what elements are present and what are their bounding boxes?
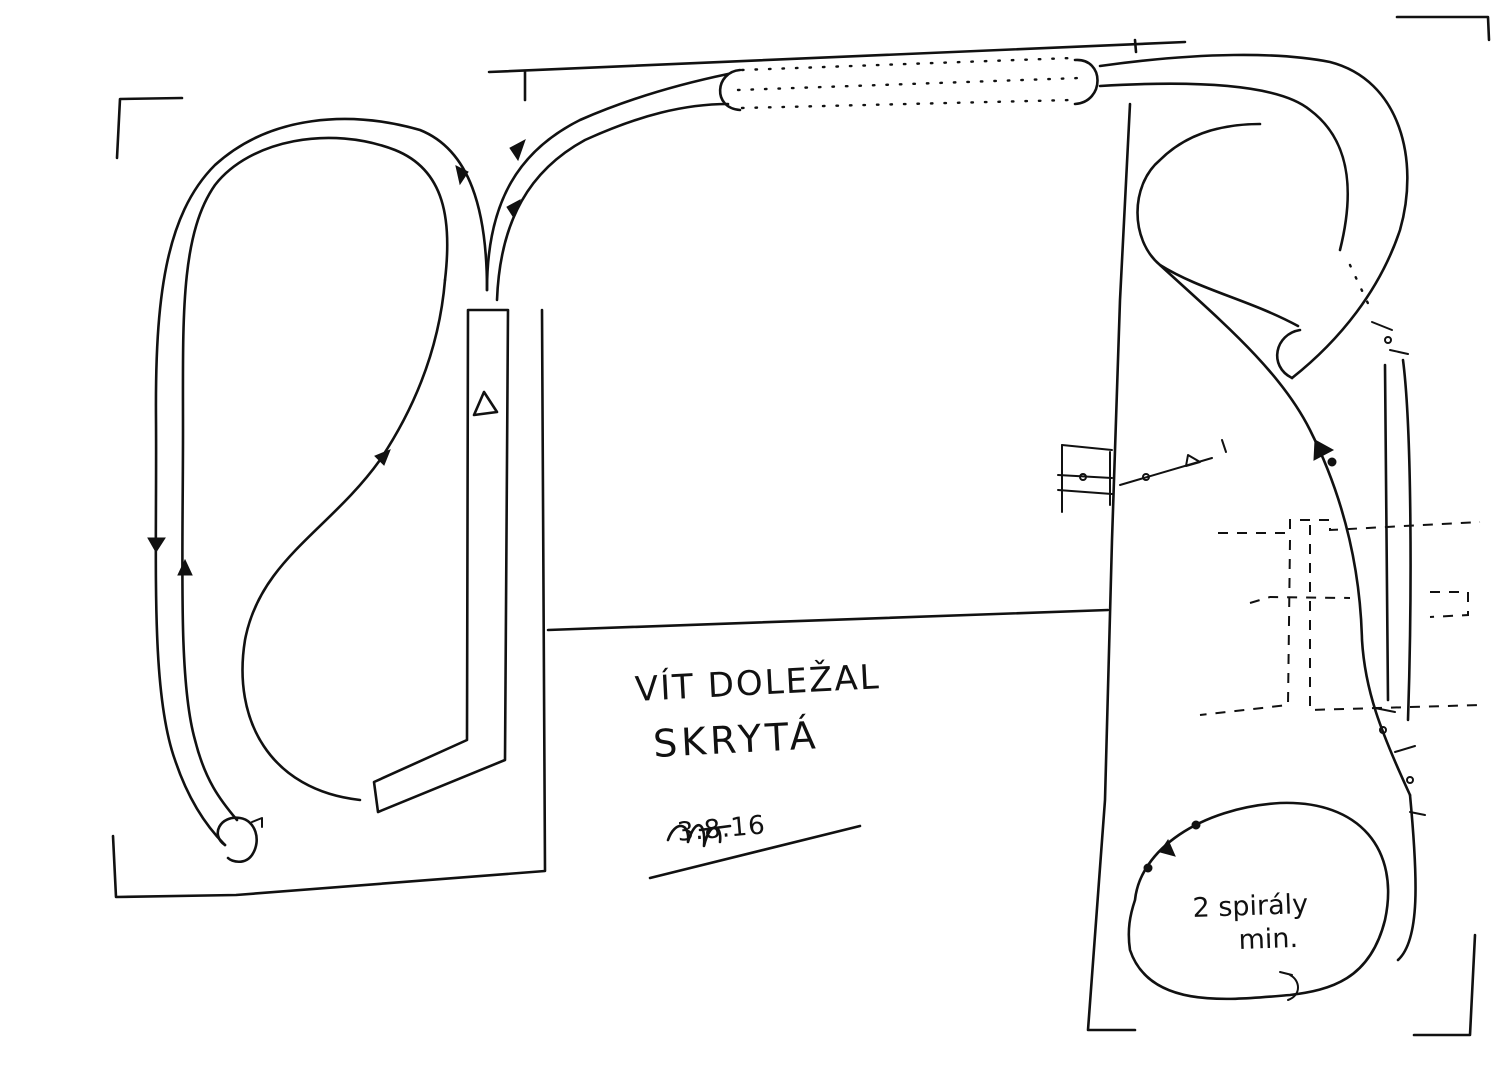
- tunnel-mid-dotted: [736, 76, 1082, 92]
- siding-down-to-spiral: [1396, 793, 1417, 962]
- right-board-left-edge: [1086, 102, 1137, 1032]
- track-block-outline: [372, 308, 510, 814]
- dashed-structures: [1199, 519, 1481, 716]
- right-board-corner-bottom: [1412, 933, 1477, 1037]
- tunnel-right-cap: [1073, 58, 1099, 106]
- switch-arrow-right: [1185, 454, 1201, 467]
- left-return-loop: [154, 117, 489, 864]
- dashed-structure-top: [1218, 519, 1481, 534]
- spiral-end-hook: [1279, 971, 1299, 1001]
- top-tunnel: [718, 56, 1099, 112]
- siding-outer-rail: [1383, 358, 1412, 722]
- middle-board-bottom-edge: [546, 608, 1110, 632]
- right-curve-outer-rail: [1098, 53, 1409, 380]
- descent-point: [1327, 457, 1337, 467]
- arrow-spiral: [1159, 838, 1176, 857]
- left-loop-outer-rail: [154, 117, 489, 847]
- dashed-structure-right: [1309, 525, 1481, 712]
- left-loop-crossing-curve: [241, 278, 447, 802]
- signature-scribble: [666, 823, 732, 848]
- direction-arrows: [147, 138, 1337, 857]
- tunnel-left-cap: [718, 68, 742, 112]
- right-board-corner-top: [1395, 15, 1491, 42]
- left-board-corner-bottom: [111, 308, 547, 899]
- right-inner-loop: [1136, 122, 1300, 328]
- arrow-crossing: [374, 449, 391, 466]
- siding-point-2: [1379, 726, 1387, 734]
- arrow-connector-lower: [506, 198, 521, 220]
- left-loop-end-cap: [216, 816, 258, 864]
- signature-mark: [648, 823, 862, 880]
- siding-tick-2: [1389, 349, 1409, 355]
- dashed-structure-left: [1199, 539, 1291, 716]
- switch-point-1: [1079, 473, 1087, 481]
- connector-inner-rail: [495, 102, 730, 302]
- triangle-marker: [472, 390, 499, 417]
- left-loop-inner-rail: [181, 136, 449, 822]
- right-descent-curve: [1158, 263, 1412, 797]
- dashed-platform: [1249, 595, 1351, 604]
- hidden-track-label: SKRYTÁ: [652, 713, 821, 766]
- arrow-left-outer: [147, 537, 166, 553]
- top-edge-tick-right: [1133, 38, 1138, 54]
- dashed-box-right: [1429, 591, 1469, 618]
- arrow-connector-upper: [509, 138, 526, 162]
- board-outlines: [111, 15, 1491, 1037]
- switch-tick-3: [1221, 439, 1227, 453]
- spiral-loop: [1127, 801, 1390, 1001]
- tunnel-upper-dotted: [740, 56, 1074, 72]
- siding-point-1: [1384, 336, 1392, 344]
- right-curve-inner-rail: [1098, 82, 1350, 252]
- switch-rail-3: [1057, 489, 1113, 495]
- right-dotted-link: [1348, 263, 1374, 314]
- left-loop-end-tick: [251, 817, 263, 828]
- right-curve-end-cap: [1275, 328, 1302, 380]
- arrow-top-loop: [455, 165, 469, 186]
- arrow-right-descent: [1313, 439, 1335, 461]
- connector-outer-rail: [485, 72, 730, 292]
- switch-marks: [1057, 439, 1227, 513]
- tunnel-lower-dotted: [740, 98, 1074, 110]
- middle-track-block: [372, 308, 510, 814]
- siding-tick-4: [1394, 745, 1416, 753]
- signature-underline: [648, 824, 862, 880]
- arrow-left-inner: [177, 558, 193, 576]
- spiral-note-line2: min.: [1238, 922, 1299, 956]
- siding-point-3: [1406, 776, 1414, 784]
- spiral-circle: [1127, 801, 1390, 1001]
- right-siding: [1371, 321, 1426, 962]
- switch-tick-4: [1061, 444, 1113, 451]
- left-board-corner-top: [115, 96, 184, 160]
- top-board-edge: [487, 40, 1187, 74]
- spiral-point-1: [1143, 863, 1153, 873]
- spiral-note-line1: 2 spirály: [1192, 888, 1309, 924]
- switch-point-2: [1142, 473, 1150, 481]
- siding-tick-1: [1371, 321, 1393, 331]
- spiral-point-2: [1191, 820, 1201, 830]
- upper-connector: [485, 72, 730, 302]
- right-return-curve: [1098, 53, 1412, 797]
